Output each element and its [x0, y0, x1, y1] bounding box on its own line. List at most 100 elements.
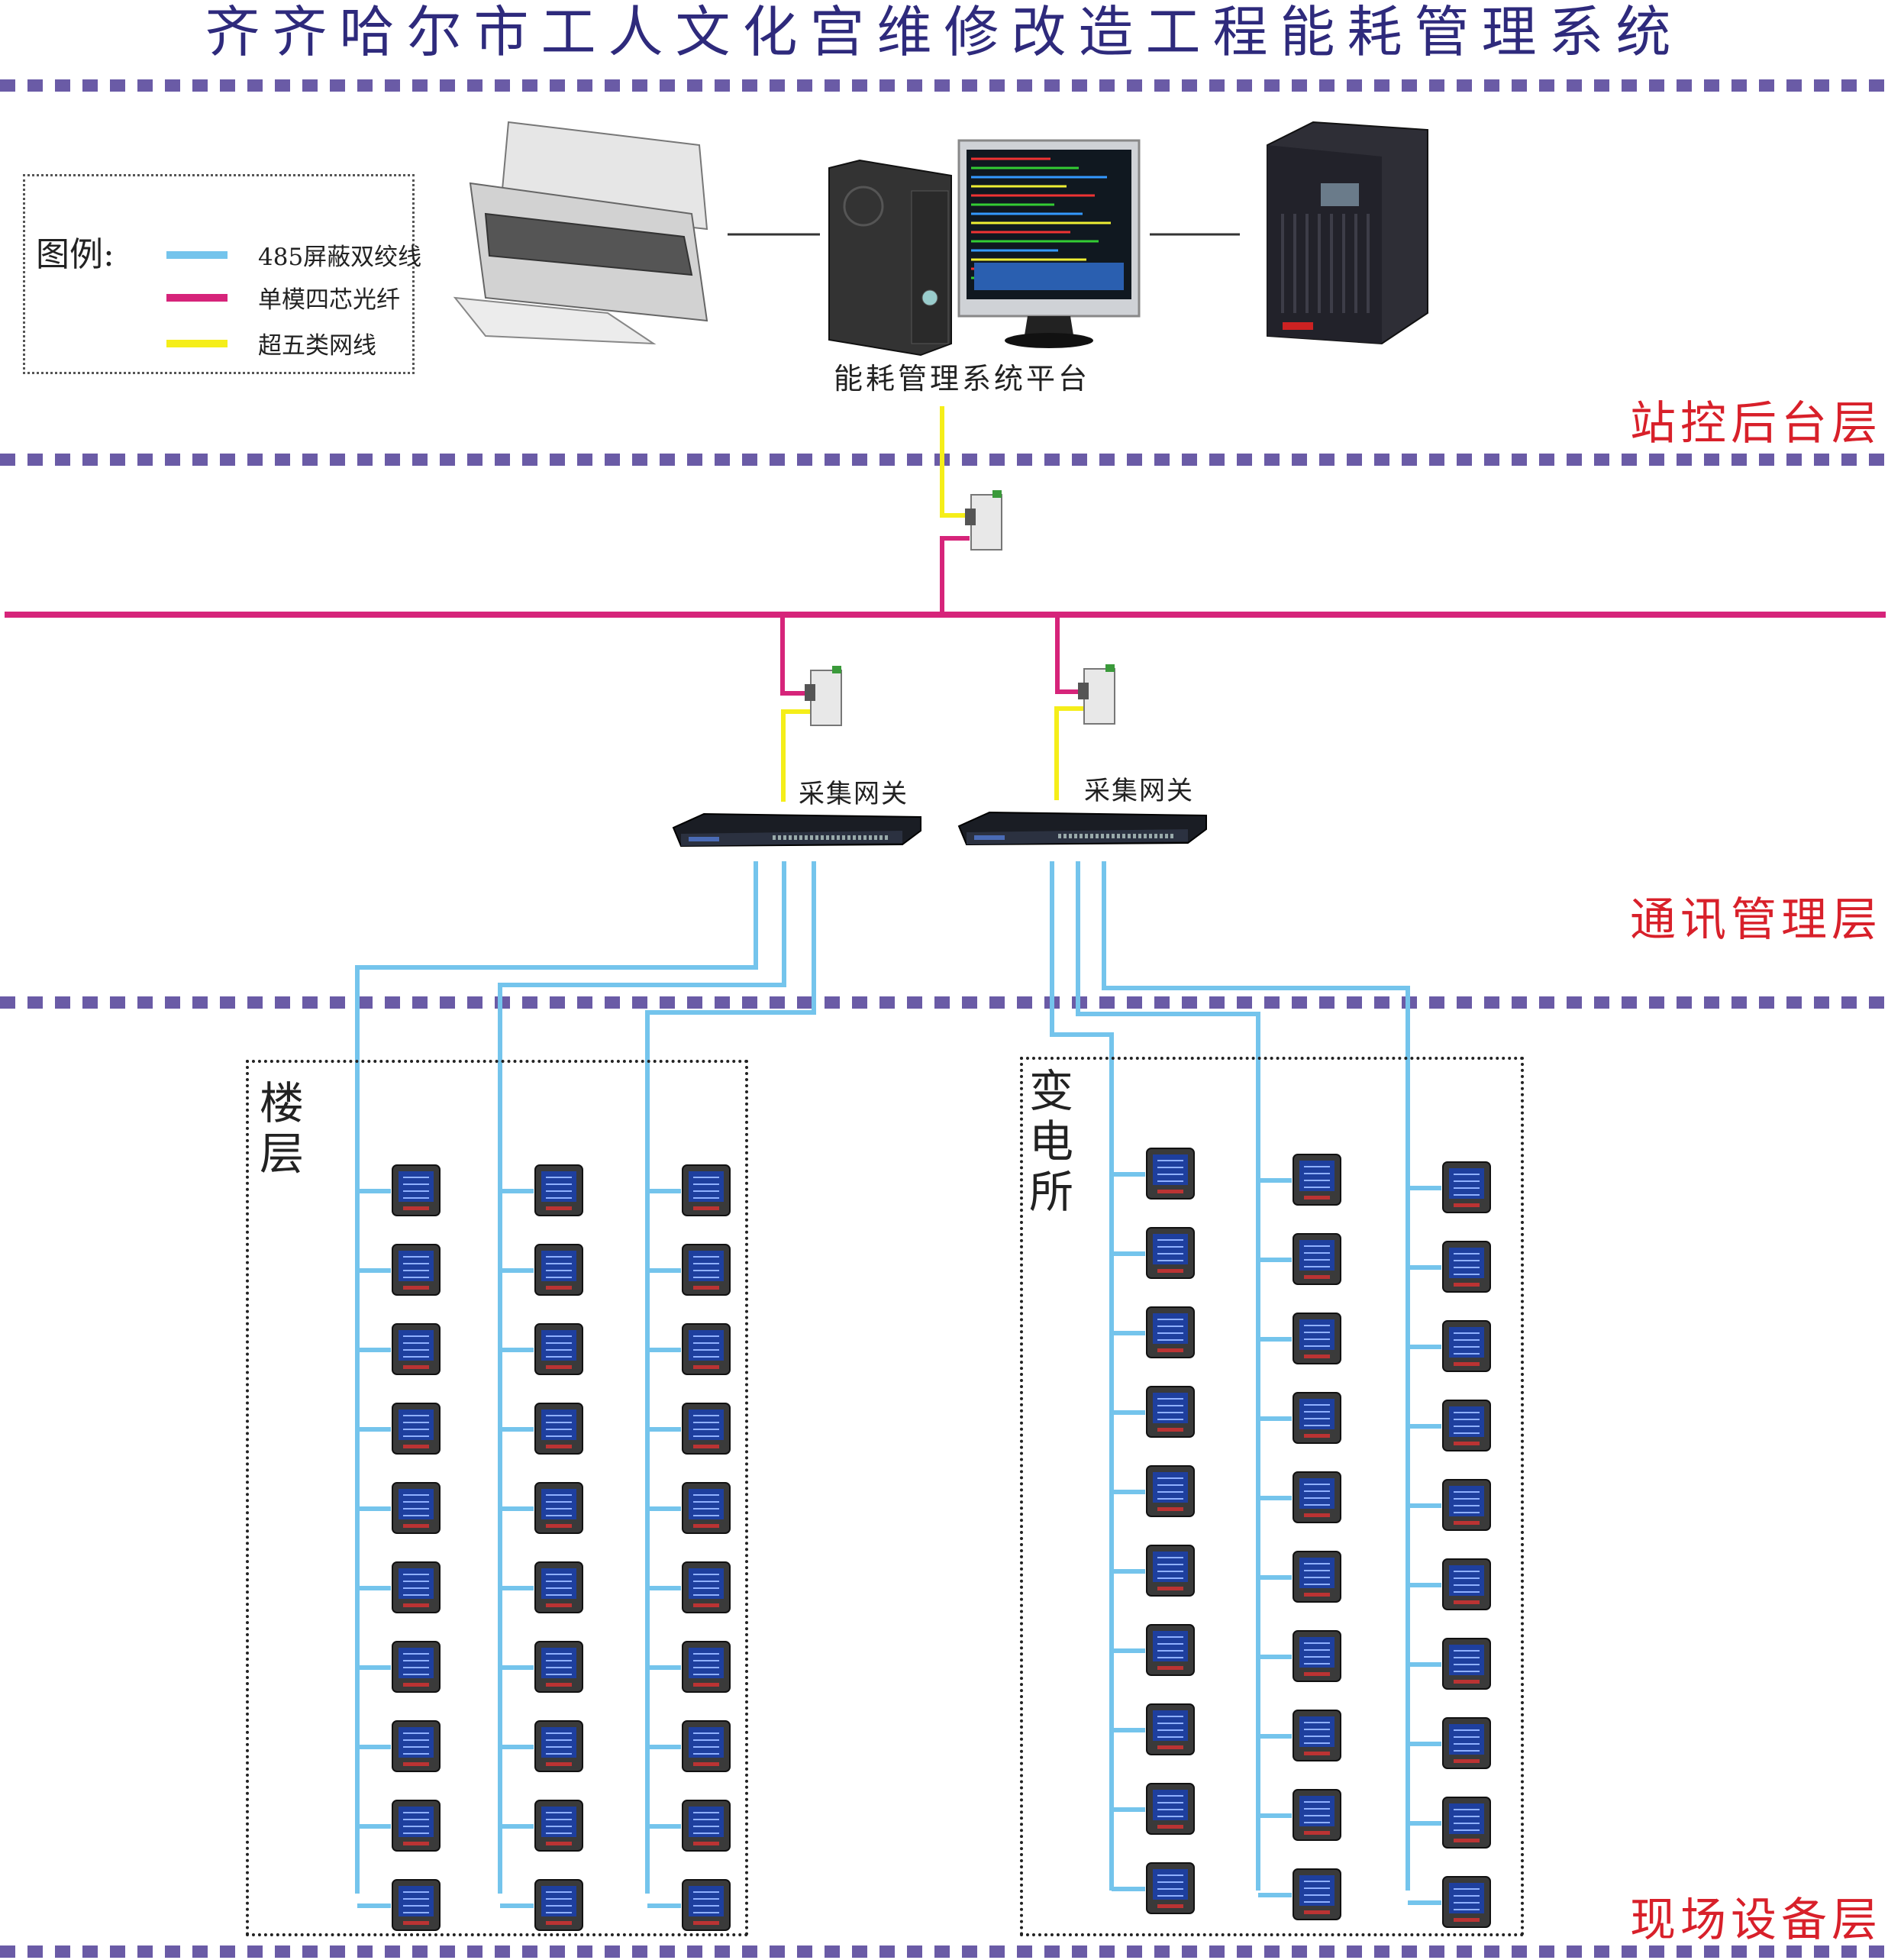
meter-screen — [399, 1409, 434, 1440]
meter-keys — [1304, 1434, 1330, 1438]
gateway-led — [821, 835, 824, 840]
ups-front — [1267, 145, 1382, 344]
power-button — [921, 289, 938, 306]
power-meter-icon — [392, 1164, 441, 1216]
meter-keys — [1454, 1918, 1480, 1922]
meter-screen — [1299, 1319, 1335, 1350]
meter-screen — [541, 1330, 576, 1361]
meter-keys — [1157, 1348, 1183, 1352]
gateway-led — [1063, 834, 1067, 838]
gateway-led — [874, 835, 877, 840]
power-meter-icon — [534, 1800, 583, 1852]
gateway-led — [773, 835, 776, 840]
power-meter-icon — [682, 1164, 731, 1216]
meter-keys — [403, 1365, 429, 1369]
power-meter-icon — [1442, 1400, 1491, 1451]
meter-keys — [403, 1206, 429, 1210]
power-meter-icon — [1293, 1233, 1341, 1285]
power-meter-icon — [682, 1641, 731, 1693]
meter-keys — [1157, 1269, 1183, 1273]
meter-screen — [1153, 1552, 1188, 1582]
meter-keys — [1157, 1904, 1183, 1908]
media-converter-icon — [805, 666, 842, 726]
meter-screen — [1153, 1472, 1188, 1503]
meter-keys — [546, 1762, 572, 1766]
power-meter-icon — [534, 1244, 583, 1296]
meter-keys — [403, 1921, 429, 1925]
meter-screen — [399, 1648, 434, 1678]
power-meter-icon — [392, 1720, 441, 1772]
meter-keys — [403, 1683, 429, 1687]
legend: 图例: 485屏蔽双绞线 单模四芯光纤 超五类网线 — [23, 174, 421, 374]
meter-keys — [403, 1524, 429, 1528]
meter-keys — [546, 1445, 572, 1448]
meter-screen — [689, 1489, 724, 1519]
meter-keys — [546, 1921, 572, 1925]
gateway-led — [1101, 834, 1104, 838]
meter-screen — [1153, 1631, 1188, 1661]
meter-screen — [399, 1171, 434, 1202]
gateway-led — [1085, 834, 1088, 838]
meter-screen — [541, 1648, 576, 1678]
power-meter-icon — [1442, 1320, 1491, 1372]
meter-keys — [1157, 1666, 1183, 1670]
gateway-led — [1117, 834, 1120, 838]
power-meter-icon — [1442, 1638, 1491, 1690]
fiber-link — [1055, 615, 1084, 694]
meter-keys — [403, 1842, 429, 1845]
meter-screen — [399, 1330, 434, 1361]
monitor-base — [1005, 333, 1093, 348]
zone-name: 楼层 — [260, 1077, 305, 1180]
meter-screen — [1299, 1875, 1335, 1906]
gateway-led — [1144, 834, 1147, 838]
power-meter-icon — [1442, 1558, 1491, 1610]
power-meter-icon — [1146, 1227, 1195, 1279]
power-meter-icon — [1293, 1313, 1341, 1364]
meter-keys — [1304, 1355, 1330, 1358]
rs485-trunk — [645, 861, 816, 1894]
gateway-led — [1138, 834, 1141, 838]
meter-screen — [541, 1409, 576, 1440]
meter-keys — [546, 1524, 572, 1528]
power-meter-icon — [1442, 1797, 1491, 1849]
gateway-logo — [974, 835, 1005, 840]
computer-icon — [828, 159, 952, 357]
meter-screen — [541, 1489, 576, 1519]
gateway-caption: 采集网关 — [799, 779, 908, 809]
legend-label: 单模四芯光纤 — [258, 286, 400, 314]
ups-icon — [1267, 121, 1428, 345]
meter-screen — [689, 1886, 724, 1916]
gateway-logo — [689, 837, 719, 841]
fiber-swatch — [166, 294, 228, 302]
converter-terminal — [992, 490, 1002, 498]
power-meter-icon — [1293, 1154, 1341, 1206]
power-meter-icon — [534, 1641, 583, 1693]
meter-screen — [1449, 1803, 1484, 1834]
meter-screen — [1153, 1234, 1188, 1264]
meter-keys — [546, 1683, 572, 1687]
power-meter-icon — [392, 1800, 441, 1852]
meter-keys — [403, 1762, 429, 1766]
gateway-led — [837, 835, 840, 840]
meter-keys — [1454, 1283, 1480, 1287]
gateway-led — [842, 835, 845, 840]
gateway-led — [853, 835, 856, 840]
fiber-link — [940, 536, 970, 615]
meter-screen — [541, 1727, 576, 1758]
meter-screen — [1449, 1248, 1484, 1278]
meter-keys — [403, 1286, 429, 1290]
meter-screen — [689, 1727, 724, 1758]
meter-keys — [403, 1445, 429, 1448]
page-title: 齐齐哈尔市工人文化宫维修改造工程能耗管理系统 — [205, 0, 1683, 64]
gateway-led — [879, 835, 883, 840]
meter-keys — [546, 1842, 572, 1845]
gateway-led — [1058, 834, 1061, 838]
meter-screen — [1153, 1313, 1188, 1344]
power-meter-icon — [682, 1482, 731, 1534]
power-meter-icon — [392, 1323, 441, 1375]
meter-screen — [541, 1568, 576, 1599]
power-meter-icon — [1146, 1545, 1195, 1597]
power-meter-icon — [682, 1244, 731, 1296]
meter-keys — [1304, 1275, 1330, 1279]
